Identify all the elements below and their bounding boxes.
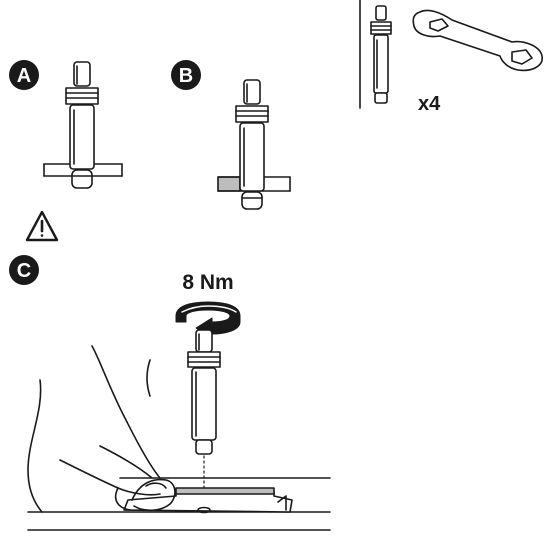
step-a-foot	[65, 61, 99, 189]
step-b-badge: B	[171, 60, 201, 90]
step-a-badge: A	[9, 60, 39, 90]
bolt-part	[370, 5, 392, 104]
parts-panel: x4	[359, 0, 543, 115]
step-b-label: B	[179, 65, 193, 87]
warning-triangle-icon	[25, 210, 59, 242]
step-a: A	[9, 60, 123, 189]
step-b: B	[171, 60, 291, 210]
step-c-label: C	[17, 260, 31, 282]
step-c-badge: C	[9, 255, 39, 285]
hand-illustration	[27, 345, 176, 513]
torque-label: 8 Nm	[182, 271, 233, 294]
quantity-label: x4	[418, 93, 441, 115]
step-b-foot	[235, 79, 269, 210]
wrench-part	[412, 9, 543, 72]
mounting-rail	[27, 477, 331, 531]
rotate-clockwise-icon	[175, 301, 241, 339]
step-b-grey-plate	[217, 176, 241, 192]
mounting-hole	[197, 506, 211, 514]
step-c-foot	[187, 329, 221, 455]
step-a-label: A	[17, 65, 31, 87]
step-c: C 8 Nm	[9, 255, 331, 531]
